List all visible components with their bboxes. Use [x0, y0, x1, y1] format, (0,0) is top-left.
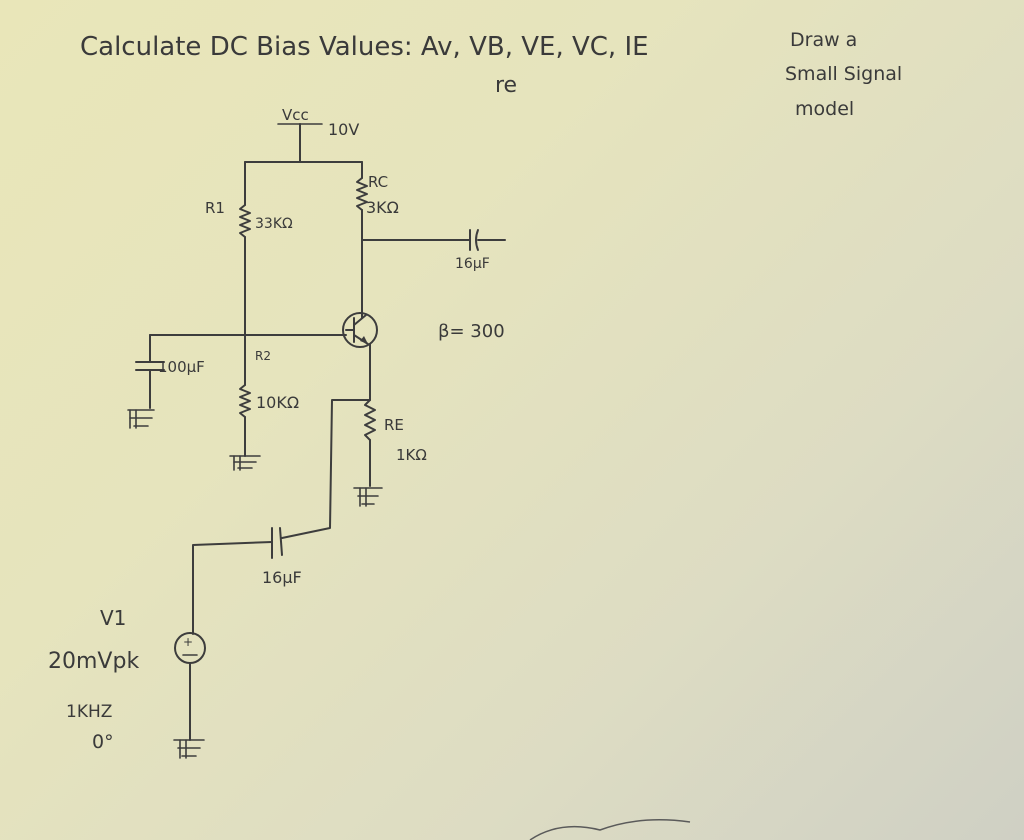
- source-ground-icon: [173, 739, 205, 759]
- problem-heading: Calculate DC Bias Values: Av, VB, VE, VC…: [80, 32, 649, 62]
- r1-value: 33KΩ: [255, 216, 293, 232]
- rc-resistor-icon: [356, 177, 368, 211]
- cbypass-ground-icon: [127, 409, 155, 429]
- source-amplitude: 20mVpk: [48, 649, 139, 674]
- svg-text:+: +: [183, 635, 193, 649]
- r1-resistor-icon: [239, 204, 251, 238]
- task-line-2: Small Signal: [785, 63, 902, 85]
- partial-writing-stroke: [529, 819, 691, 840]
- vcc-label: Vcc: [282, 106, 309, 124]
- vcc-value: 10V: [328, 120, 359, 139]
- cin-capacitor-icon: [271, 527, 283, 559]
- rc-value: 3KΩ: [366, 198, 399, 217]
- cin-value: 16µF: [262, 568, 302, 587]
- source-phase: 0°: [92, 731, 114, 753]
- source-name: V1: [100, 606, 126, 630]
- source-frequency: 1KHZ: [66, 702, 112, 722]
- problem-heading-sub: re: [495, 73, 517, 98]
- beta-value: β= 300: [438, 321, 505, 342]
- cout-value: 16µF: [455, 256, 490, 272]
- re-resistor-icon: [364, 399, 376, 441]
- task-line-3: model: [795, 98, 854, 120]
- r2-label: R2: [255, 349, 271, 363]
- r2-resistor-icon: [239, 384, 251, 418]
- task-line-1: Draw a: [790, 29, 857, 51]
- r2-ground-icon: [229, 455, 261, 471]
- re-label: RE: [384, 416, 404, 434]
- source-feed-wire: [192, 541, 273, 635]
- ac-source-icon: +: [174, 632, 206, 664]
- rc-label: RC: [368, 173, 388, 191]
- cout-capacitor-icon: [469, 229, 479, 251]
- r2-value: 10KΩ: [256, 393, 299, 412]
- re-value: 1KΩ: [396, 446, 427, 464]
- emitter-input-wire: [281, 399, 338, 539]
- r1-label: R1: [205, 199, 225, 217]
- re-ground-icon: [353, 487, 383, 507]
- cbypass-value: 100µF: [158, 358, 205, 376]
- transistor-icon: [342, 312, 378, 348]
